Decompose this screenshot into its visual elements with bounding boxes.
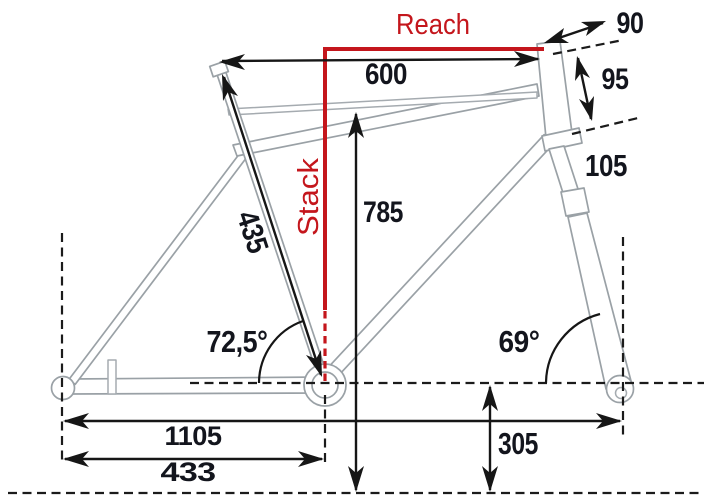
dim-seat-tube-435 (222, 74, 323, 377)
label-seat-angle: 72,5° (207, 324, 268, 359)
label-chainstay-433: 433 (161, 457, 217, 487)
arrowhead (482, 466, 498, 492)
head-bottom-extension-line (571, 116, 639, 136)
top-tube-upper (227, 91, 538, 116)
arrowhead (514, 51, 540, 67)
dim-standover-785 (348, 112, 364, 492)
arrowhead (579, 96, 594, 121)
arrowhead (63, 413, 89, 429)
dim-line-600 (221, 57, 539, 63)
stack-reach-lines (323, 47, 544, 382)
arrowhead (219, 54, 245, 70)
arrowhead (348, 112, 364, 138)
label-wheelbase-1105: 1105 (165, 421, 222, 451)
dim-chainstay-433 (63, 451, 324, 467)
label-head-top-95: 95 (602, 63, 629, 96)
label-top-tube-600: 600 (365, 58, 407, 91)
label-stack: Stack (293, 157, 325, 236)
fork-steerer (548, 145, 579, 194)
label-stem-90: 90 (617, 7, 644, 40)
arrowhead (298, 451, 324, 467)
labels: Reach Stack 600 90 95 105 785 435 72,5° … (161, 7, 645, 487)
label-head-angle: 69° (499, 324, 540, 359)
arrowhead (63, 451, 89, 467)
label-standover-785: 785 (363, 196, 403, 229)
arrowhead (581, 21, 606, 36)
label-reach: Reach (396, 9, 470, 41)
arrowhead (596, 413, 622, 429)
seat-clamp-cap (208, 60, 230, 78)
arrowhead (348, 466, 364, 492)
arrowhead (482, 385, 498, 411)
fork-blade (567, 212, 632, 390)
reference-lines (8, 38, 704, 495)
dim-wheelbase-1105 (63, 413, 622, 429)
arrowhead (306, 350, 322, 377)
arrowhead (544, 28, 569, 43)
arrowhead (575, 56, 590, 81)
arrowhead (222, 74, 238, 101)
label-head-tube-105: 105 (585, 148, 627, 183)
dim-bb-height-305 (482, 385, 498, 492)
dim-head-tube-95 (575, 56, 594, 121)
label-bb-height-305: 305 (498, 426, 538, 461)
dim-top-tube-600 (219, 51, 540, 70)
dim-stem-90 (544, 21, 606, 44)
head-angle-arc (544, 312, 601, 384)
head-tube (536, 40, 573, 139)
head-top-extension-line (552, 38, 624, 56)
dropout-plate (107, 359, 117, 395)
front-hub (614, 386, 628, 400)
bike-frame (50, 40, 635, 407)
seat-angle-arc (257, 319, 304, 384)
dim-line-435 (222, 76, 323, 376)
fork-crown (560, 187, 590, 217)
